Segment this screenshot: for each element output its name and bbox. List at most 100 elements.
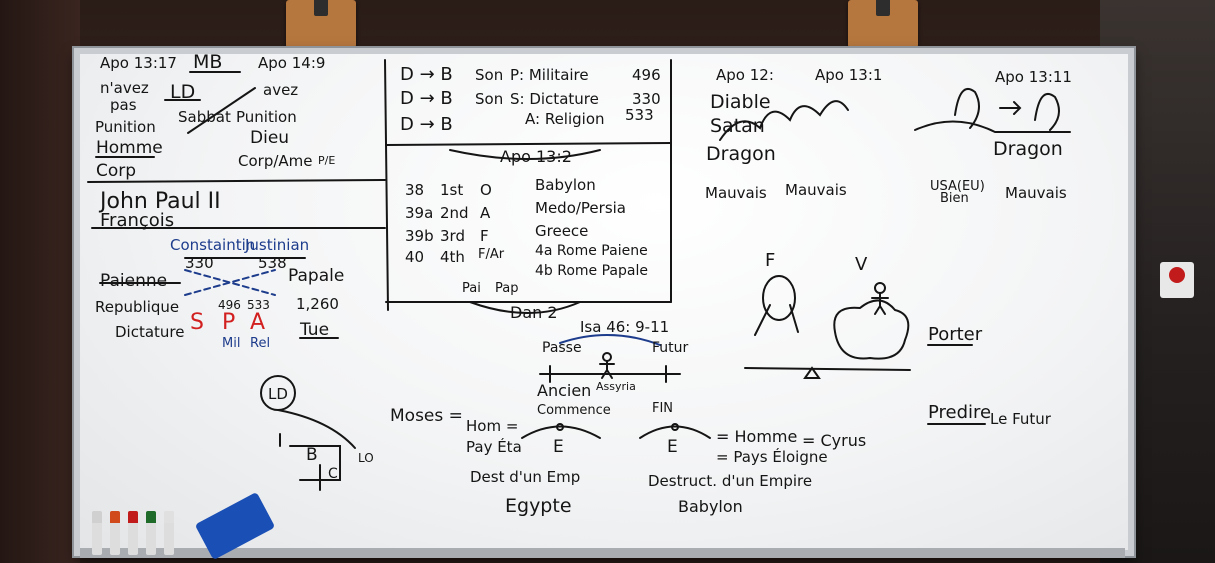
- stick-figure-head: [602, 352, 612, 362]
- text-mil: Mil: [222, 336, 240, 351]
- letter-b: B: [306, 445, 318, 465]
- ref-apo-12: Apo 12:: [716, 66, 774, 84]
- text-bien: Bien: [940, 191, 969, 206]
- row1-role: P: Militaire: [510, 66, 589, 84]
- text-pe: P/E: [318, 154, 335, 167]
- row3-year: 533: [625, 106, 654, 124]
- seesaw-pivot: [803, 366, 821, 379]
- text-francois: François: [100, 210, 174, 231]
- stick-figure: [599, 360, 615, 379]
- land-beast: [1034, 92, 1060, 131]
- row1-son: Son: [475, 66, 503, 84]
- kingdom-name: Babylon: [535, 176, 596, 194]
- marker-tray: [80, 548, 1125, 558]
- timeline-arc: [559, 333, 661, 346]
- winged-figure-legs: [754, 304, 799, 336]
- underline: [99, 257, 306, 284]
- ref-apo-13-11: Apo 13:11: [995, 68, 1072, 86]
- divider-line: [385, 142, 672, 146]
- ref-isa: Isa 46: 9-11: [580, 318, 669, 336]
- winged-figure: [762, 275, 796, 321]
- row2-db: D → B: [400, 88, 453, 109]
- land-beast-ground: [914, 120, 1071, 133]
- land-beast: [954, 87, 980, 129]
- row1-db: D → B: [400, 64, 453, 85]
- sea-beast: [719, 100, 849, 141]
- letter-v: V: [855, 254, 868, 275]
- text-dictature: Dictature: [115, 323, 185, 341]
- row2-son: Son: [475, 90, 503, 108]
- wall-left: [0, 0, 80, 563]
- text-tue: Tue: [299, 320, 329, 340]
- row2-year: 330: [632, 90, 661, 108]
- letter-f: F: [765, 250, 775, 271]
- text-futur: Futur: [652, 340, 689, 356]
- text-dragon-right: Dragon: [993, 138, 1063, 160]
- text-predire: Predire: [928, 402, 991, 423]
- text-payeta: Pay Éta: [466, 437, 522, 456]
- marker: [164, 511, 174, 555]
- dashed-cross: [184, 269, 276, 296]
- text-punition-left: Punition: [95, 118, 156, 136]
- kingdom-name: Greece: [535, 222, 588, 240]
- kingdom-letter: O: [480, 181, 492, 199]
- text-satan: Satan: [710, 115, 765, 137]
- year-1260: 1,260: [296, 295, 339, 313]
- text-sabbat: Sabbat: [178, 108, 231, 126]
- text-rel: Rel: [250, 336, 270, 351]
- row3-db: D → B: [400, 114, 453, 135]
- text-homme: Homme: [96, 138, 163, 158]
- ld-circle-label: LD: [268, 385, 288, 403]
- row2-role: S: Dictature: [510, 90, 599, 108]
- easel-clip-right: [848, 0, 918, 48]
- divider-line: [384, 59, 389, 311]
- kingdom-num: 38: [405, 181, 424, 199]
- text-justinian: Justinian: [244, 236, 309, 254]
- text-john-paul: John Paul II: [98, 189, 221, 214]
- kingdom-name: 4a Rome Paiene: [535, 243, 648, 259]
- text-diable: Diable: [710, 91, 771, 113]
- letter-s: S: [190, 310, 204, 335]
- slash-line: [187, 87, 256, 134]
- scroll-banner: [449, 149, 601, 160]
- stick-figure: [871, 292, 889, 315]
- ref-apo-14-9: Apo 14:9: [258, 54, 325, 72]
- ref-apo-13-17: Apo 13:17: [100, 54, 177, 72]
- text-pays: = Pays Éloigne: [716, 447, 828, 466]
- text-ancien: Ancien: [537, 381, 591, 400]
- text-dragon-left: Dragon: [706, 143, 776, 165]
- kingdom-num: 39b: [405, 227, 434, 245]
- text-mauvais-2: Mauvais: [785, 181, 847, 199]
- year-538: 538: [258, 254, 287, 272]
- text-lo: LO: [358, 451, 374, 465]
- text-corp-ame: Corp/Ame: [238, 152, 313, 170]
- letter-p: P: [222, 310, 235, 335]
- arc-e1: [521, 425, 601, 439]
- letter-c: C: [328, 466, 338, 482]
- row1-year: 496: [632, 66, 661, 84]
- text-usa: USA(EU): [930, 179, 985, 194]
- text-mauvais-3: Mauvais: [1005, 184, 1067, 202]
- kingdom-name: 4b Rome Papale: [535, 263, 648, 279]
- divider-line: [87, 179, 386, 183]
- text-porter: Porter: [928, 324, 983, 345]
- marker: [128, 511, 138, 555]
- arc-dot: [671, 423, 679, 431]
- kingdom-letter: F/Ar: [478, 247, 505, 262]
- kingdom-num: 40: [405, 248, 424, 266]
- text-papale: Papale: [288, 266, 344, 286]
- text-dest: Dest d'un Emp: [470, 468, 580, 486]
- mb-label: MB: [193, 51, 222, 73]
- text-le-futur: Le Futur: [990, 410, 1052, 428]
- arc-dot: [556, 423, 564, 431]
- text-paienne: Paienne: [100, 271, 167, 291]
- marker: [146, 511, 156, 555]
- text-pap: Pap: [495, 281, 518, 296]
- kingdom-name: Medo/Persia: [535, 199, 626, 217]
- kingdom-num: 39a: [405, 204, 433, 222]
- kingdom-letter: A: [480, 204, 491, 222]
- cloud: [833, 299, 910, 360]
- year-330: 330: [185, 254, 214, 272]
